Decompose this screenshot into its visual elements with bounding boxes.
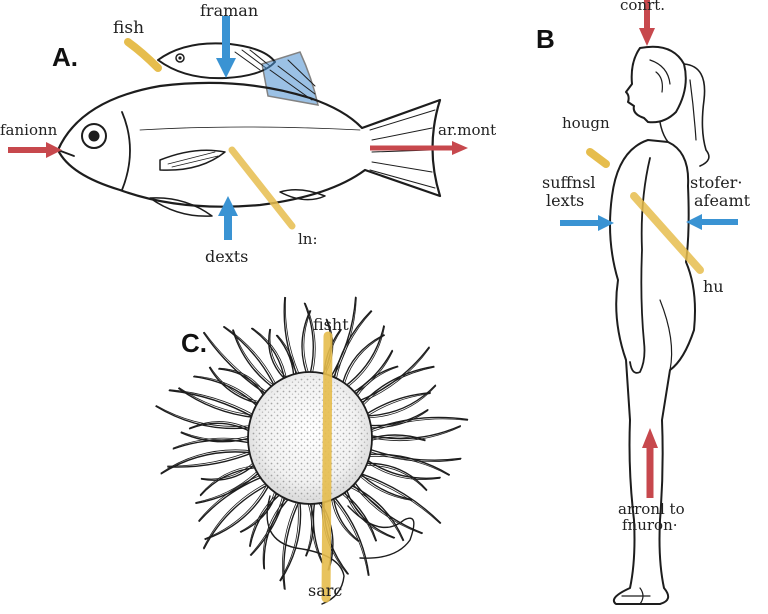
tentacle-edge bbox=[354, 473, 441, 524]
tentacle-edge bbox=[169, 389, 260, 419]
tentacle bbox=[279, 495, 302, 582]
tentacle-edge bbox=[362, 455, 450, 476]
fish-yellow-stroke-mid bbox=[228, 146, 296, 230]
label-b-head: hougn bbox=[562, 114, 610, 132]
tentacle-edge bbox=[167, 448, 256, 467]
tentacle bbox=[363, 416, 469, 433]
label-c-top: fisht bbox=[313, 315, 349, 334]
tentacle-edge bbox=[204, 478, 270, 540]
tentacle-edge bbox=[357, 366, 435, 412]
tentacle-edge bbox=[285, 297, 304, 384]
tentacle-edge bbox=[262, 493, 291, 569]
tentacle bbox=[355, 365, 435, 411]
small-fish-drawing bbox=[157, 42, 276, 80]
human-arrow-right-blue bbox=[686, 214, 738, 230]
panel-a-letter: A. bbox=[52, 42, 78, 72]
tentacle-edge bbox=[279, 495, 299, 581]
label-a-fish: fish bbox=[113, 18, 144, 38]
label-b-left-1: suffnsl bbox=[542, 173, 596, 192]
label-b-left-2: lexts bbox=[546, 191, 584, 210]
label-b-hip: hu bbox=[703, 277, 724, 296]
tentacle bbox=[345, 482, 405, 541]
tentacle bbox=[198, 474, 268, 522]
human-head bbox=[625, 45, 687, 124]
tentacle-edge bbox=[364, 418, 468, 435]
tentacle-edge bbox=[340, 325, 385, 393]
panel-a-fish: A. fish framan fanionn ar.mont dexts ln: bbox=[0, 1, 496, 266]
panel-b-human: B conrt. hougn suffnsl lexts stofer· afe… bbox=[536, 0, 751, 605]
label-b-right-1: stofer· bbox=[690, 173, 742, 192]
tentacle bbox=[203, 481, 274, 550]
fish-arrow-bottom-blue bbox=[218, 196, 238, 240]
label-c-bottom: sarc bbox=[308, 581, 342, 600]
label-a-mid: ln: bbox=[298, 230, 318, 248]
fish-yellow-stroke-top bbox=[124, 38, 162, 72]
label-b-bottom-2: fnuron· bbox=[622, 516, 678, 534]
panel-c-letter: C. bbox=[181, 328, 207, 358]
tentacle bbox=[330, 492, 370, 576]
tentacle-edge bbox=[172, 437, 256, 449]
tentacle-edge bbox=[353, 347, 430, 406]
panel-c-organism: C. fisht sarc bbox=[155, 296, 469, 605]
label-a-left: fanionn bbox=[0, 121, 58, 139]
fish-arrow-right-red bbox=[370, 141, 468, 155]
tentacle-edge bbox=[364, 426, 461, 442]
tentacle-edge bbox=[336, 489, 376, 542]
tentacle-edge bbox=[344, 484, 404, 542]
tentacle bbox=[155, 405, 258, 430]
tentacle bbox=[361, 456, 441, 479]
fish-body bbox=[56, 81, 442, 208]
tentacle-edge bbox=[328, 493, 369, 576]
human-arrow-left-blue bbox=[560, 215, 614, 231]
tentacle bbox=[160, 451, 258, 475]
tentacle-edge bbox=[330, 493, 359, 542]
tentacle bbox=[167, 450, 257, 468]
tentacle-edge bbox=[155, 405, 258, 427]
tentacle-edge bbox=[349, 479, 423, 535]
label-a-top: framan bbox=[200, 1, 258, 20]
tentacle bbox=[362, 453, 450, 476]
label-b-bottom-1: arronl to bbox=[618, 500, 685, 518]
organism-yellow-stroke bbox=[321, 331, 333, 603]
tentacle bbox=[364, 425, 461, 440]
label-a-bottom: dexts bbox=[205, 247, 248, 266]
panel-b-letter: B bbox=[536, 24, 555, 54]
tentacle bbox=[283, 496, 302, 590]
fish-eye bbox=[81, 123, 107, 149]
human-body bbox=[609, 139, 696, 605]
dorsal-fin bbox=[261, 51, 319, 106]
tentacle bbox=[204, 480, 272, 541]
fish-arrow-left-red bbox=[8, 142, 62, 158]
tentacle bbox=[168, 389, 260, 421]
label-b-right-2: afeamt bbox=[694, 191, 751, 210]
tentacle-edge bbox=[202, 480, 272, 549]
label-a-right: ar.mont bbox=[438, 121, 496, 139]
human-arrow-top-red bbox=[639, 0, 655, 46]
label-b-top: conrt. bbox=[620, 0, 665, 14]
fish-arrow-top-blue bbox=[216, 16, 236, 78]
tentacle bbox=[355, 471, 442, 524]
tentacle bbox=[172, 439, 256, 450]
tentacle-edge bbox=[282, 496, 300, 590]
human-yellow-stroke bbox=[586, 148, 704, 274]
human-arrow-bottom-red bbox=[642, 428, 658, 498]
tentacle bbox=[350, 477, 423, 534]
